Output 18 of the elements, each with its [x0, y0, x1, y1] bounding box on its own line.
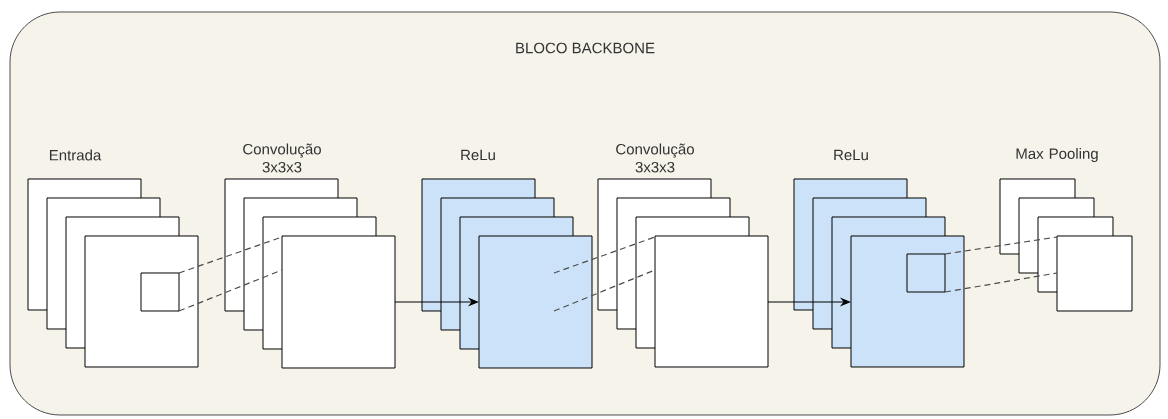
projection-line — [944, 236, 1058, 255]
layer-stack: ReLu — [421, 149, 593, 369]
layer-stack: Convolução 3x3x3 — [224, 143, 396, 369]
window-square — [140, 272, 180, 312]
layer-stack: Convolução 3x3x3 — [597, 143, 769, 368]
window-square — [906, 253, 946, 293]
node-label: ReLu — [834, 149, 868, 161]
layer-stack: ReLu — [793, 149, 965, 368]
projection-line — [178, 269, 283, 312]
node-label: ReLu — [461, 149, 495, 161]
node-label: Max Pooling — [1016, 148, 1098, 162]
layer-stack: Max Pooling — [999, 148, 1133, 312]
projection-line — [553, 236, 656, 274]
projection-line — [944, 272, 1058, 293]
node-label: Convolução 3x3x3 — [243, 143, 321, 173]
layer-stack: Entrada — [27, 149, 199, 368]
node-label: Convolução 3x3x3 — [616, 143, 694, 173]
node-label: Entrada — [49, 149, 102, 161]
